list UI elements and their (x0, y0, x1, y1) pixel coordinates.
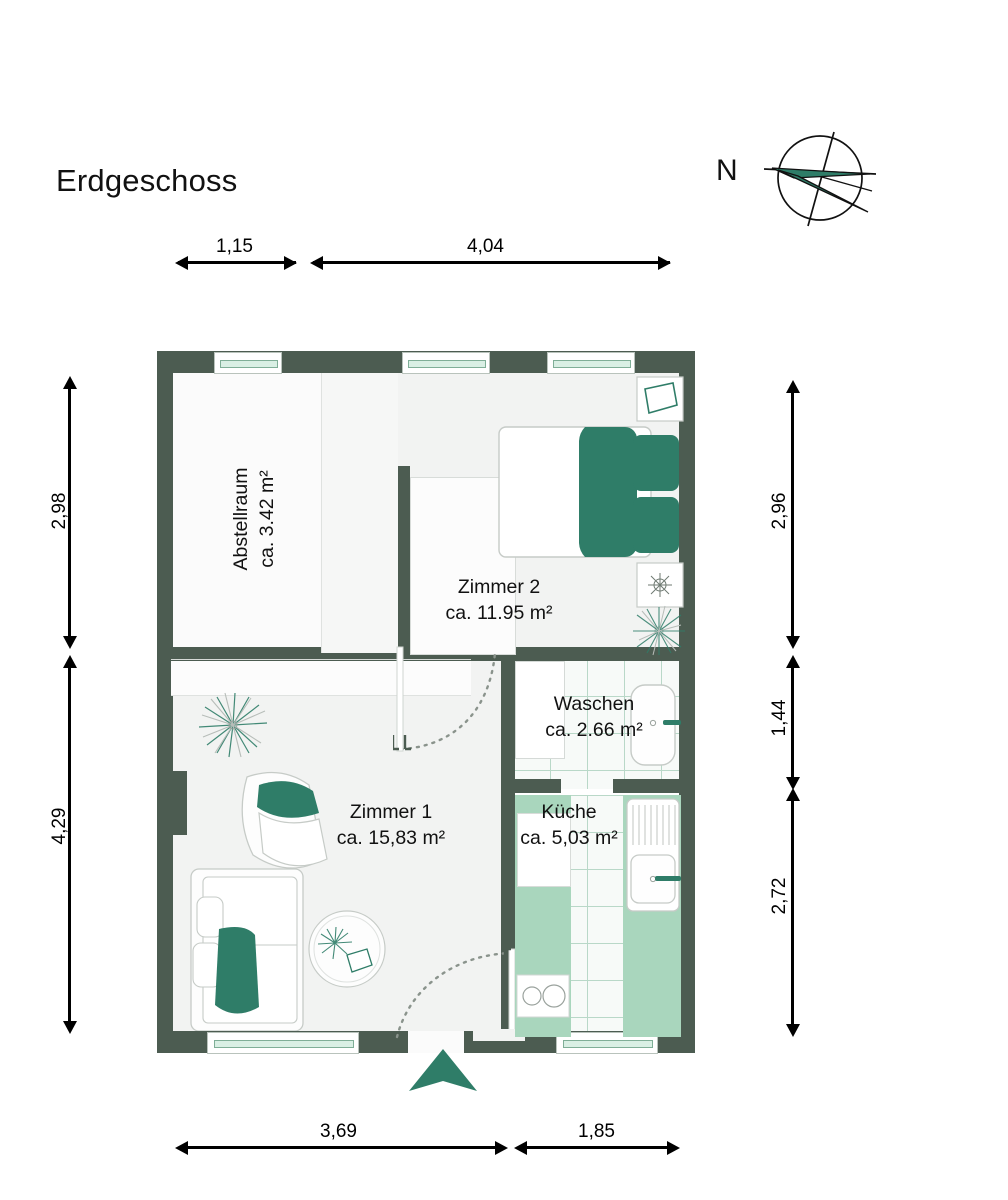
wall-waschen-bottom-right (613, 779, 681, 793)
room-label-zimmer2: Zimmer 2 ca. 11.95 m² (399, 574, 599, 626)
wall-waschen-left (501, 661, 515, 791)
wall-exterior-right (679, 351, 695, 1053)
dimension-label-bottom-2: 1,85 (578, 1121, 615, 1142)
room-name: Küche (541, 801, 597, 823)
arrow-left (514, 1141, 527, 1155)
entrance-arrow-icon (409, 1049, 477, 1091)
arrow-left (175, 1141, 188, 1155)
dimension-line-top-2 (313, 261, 670, 264)
room-name: Zimmer 2 (457, 576, 541, 598)
arrow-up (63, 655, 77, 668)
door-zimmer2 (393, 646, 497, 752)
door-opening-entrance (408, 1031, 464, 1053)
arrow-down (786, 777, 800, 790)
room-name: Zimmer 1 (349, 801, 433, 823)
compass-north-label: N (716, 154, 738, 187)
room-label-kueche: Küche ca. 5,03 m² (474, 799, 664, 851)
arrow-down (786, 636, 800, 649)
arrow-left (310, 256, 323, 270)
building-outline (157, 351, 695, 1054)
kitchen-sink-icon (626, 798, 681, 912)
dimension-label-right-2: 1,44 (769, 699, 790, 737)
waschen-sink (630, 684, 681, 766)
room-name: Abstellraum (230, 467, 252, 571)
wall-left-niche (173, 771, 187, 835)
room-label-waschen: Waschen ca. 2.66 m² (494, 691, 694, 743)
room-area: ca. 5,03 m² (520, 827, 618, 849)
dimension-line-bottom-1 (180, 1146, 502, 1149)
arrow-up (786, 380, 800, 393)
arrow-left (175, 256, 188, 270)
kitchen-appliance-left (517, 813, 571, 887)
arrow-up (786, 788, 800, 801)
bedroom-furniture-group (498, 376, 685, 656)
dimension-label-right-1: 2,96 (769, 492, 790, 530)
arrow-up (63, 376, 77, 389)
room-area: ca. 15,83 m² (336, 827, 446, 849)
arrow-up (786, 655, 800, 668)
room-area: ca. 3.42 m² (256, 470, 278, 568)
window-bottom-1 (207, 1032, 359, 1054)
compass-rose-icon (764, 131, 876, 227)
dimension-line-right-3 (791, 800, 794, 1028)
dimension-line-bottom-2 (519, 1146, 675, 1149)
arrow-down (63, 1021, 77, 1034)
wall-waschen-bottom-left (501, 779, 561, 793)
closet-abstellraum-body (321, 373, 398, 653)
room-area: ca. 2.66 m² (545, 719, 643, 741)
arrow-down (63, 636, 77, 649)
floor-abstellraum (171, 373, 321, 653)
room-label-abstellraum: Abstellraum ca. 3.42 m² (228, 429, 280, 609)
wall-exterior-left (157, 351, 173, 1053)
arrow-right (495, 1141, 508, 1155)
wall-interior-bath-top (501, 647, 681, 661)
closet-zimmer1-body (171, 661, 471, 696)
door-entrance (395, 947, 525, 1041)
living-furniture-group (190, 692, 386, 1031)
page-title: Erdgeschoss (56, 163, 238, 198)
arrow-right (658, 256, 671, 270)
waschen-cabinet (515, 661, 565, 759)
window-top-1 (214, 352, 282, 374)
dimension-label-top-1: 1,15 (216, 236, 253, 257)
room-label-zimmer1: Zimmer 1 ca. 15,83 m² (291, 799, 491, 851)
window-bottom-2 (556, 1032, 658, 1054)
room-name: Waschen (553, 693, 635, 715)
dimension-line-right-2 (791, 667, 794, 781)
dimension-line-left-2 (68, 667, 71, 1025)
arrow-down (786, 1024, 800, 1037)
room-area: ca. 11.95 m² (445, 602, 553, 624)
dimension-label-top-2: 4,04 (467, 236, 504, 257)
arrow-right (667, 1141, 680, 1155)
wall-closet-divider (396, 466, 410, 652)
dimension-label-bottom-1: 3,69 (320, 1121, 357, 1142)
dimension-line-top-1 (178, 261, 296, 264)
window-top-2 (402, 352, 490, 374)
arrow-right (284, 256, 297, 270)
dimension-label-right-3: 2,72 (769, 877, 790, 915)
dimension-line-left-1 (68, 388, 71, 640)
window-top-3 (547, 352, 635, 374)
dimension-line-right-1 (791, 392, 794, 640)
kitchen-stove-icon (516, 974, 570, 1018)
